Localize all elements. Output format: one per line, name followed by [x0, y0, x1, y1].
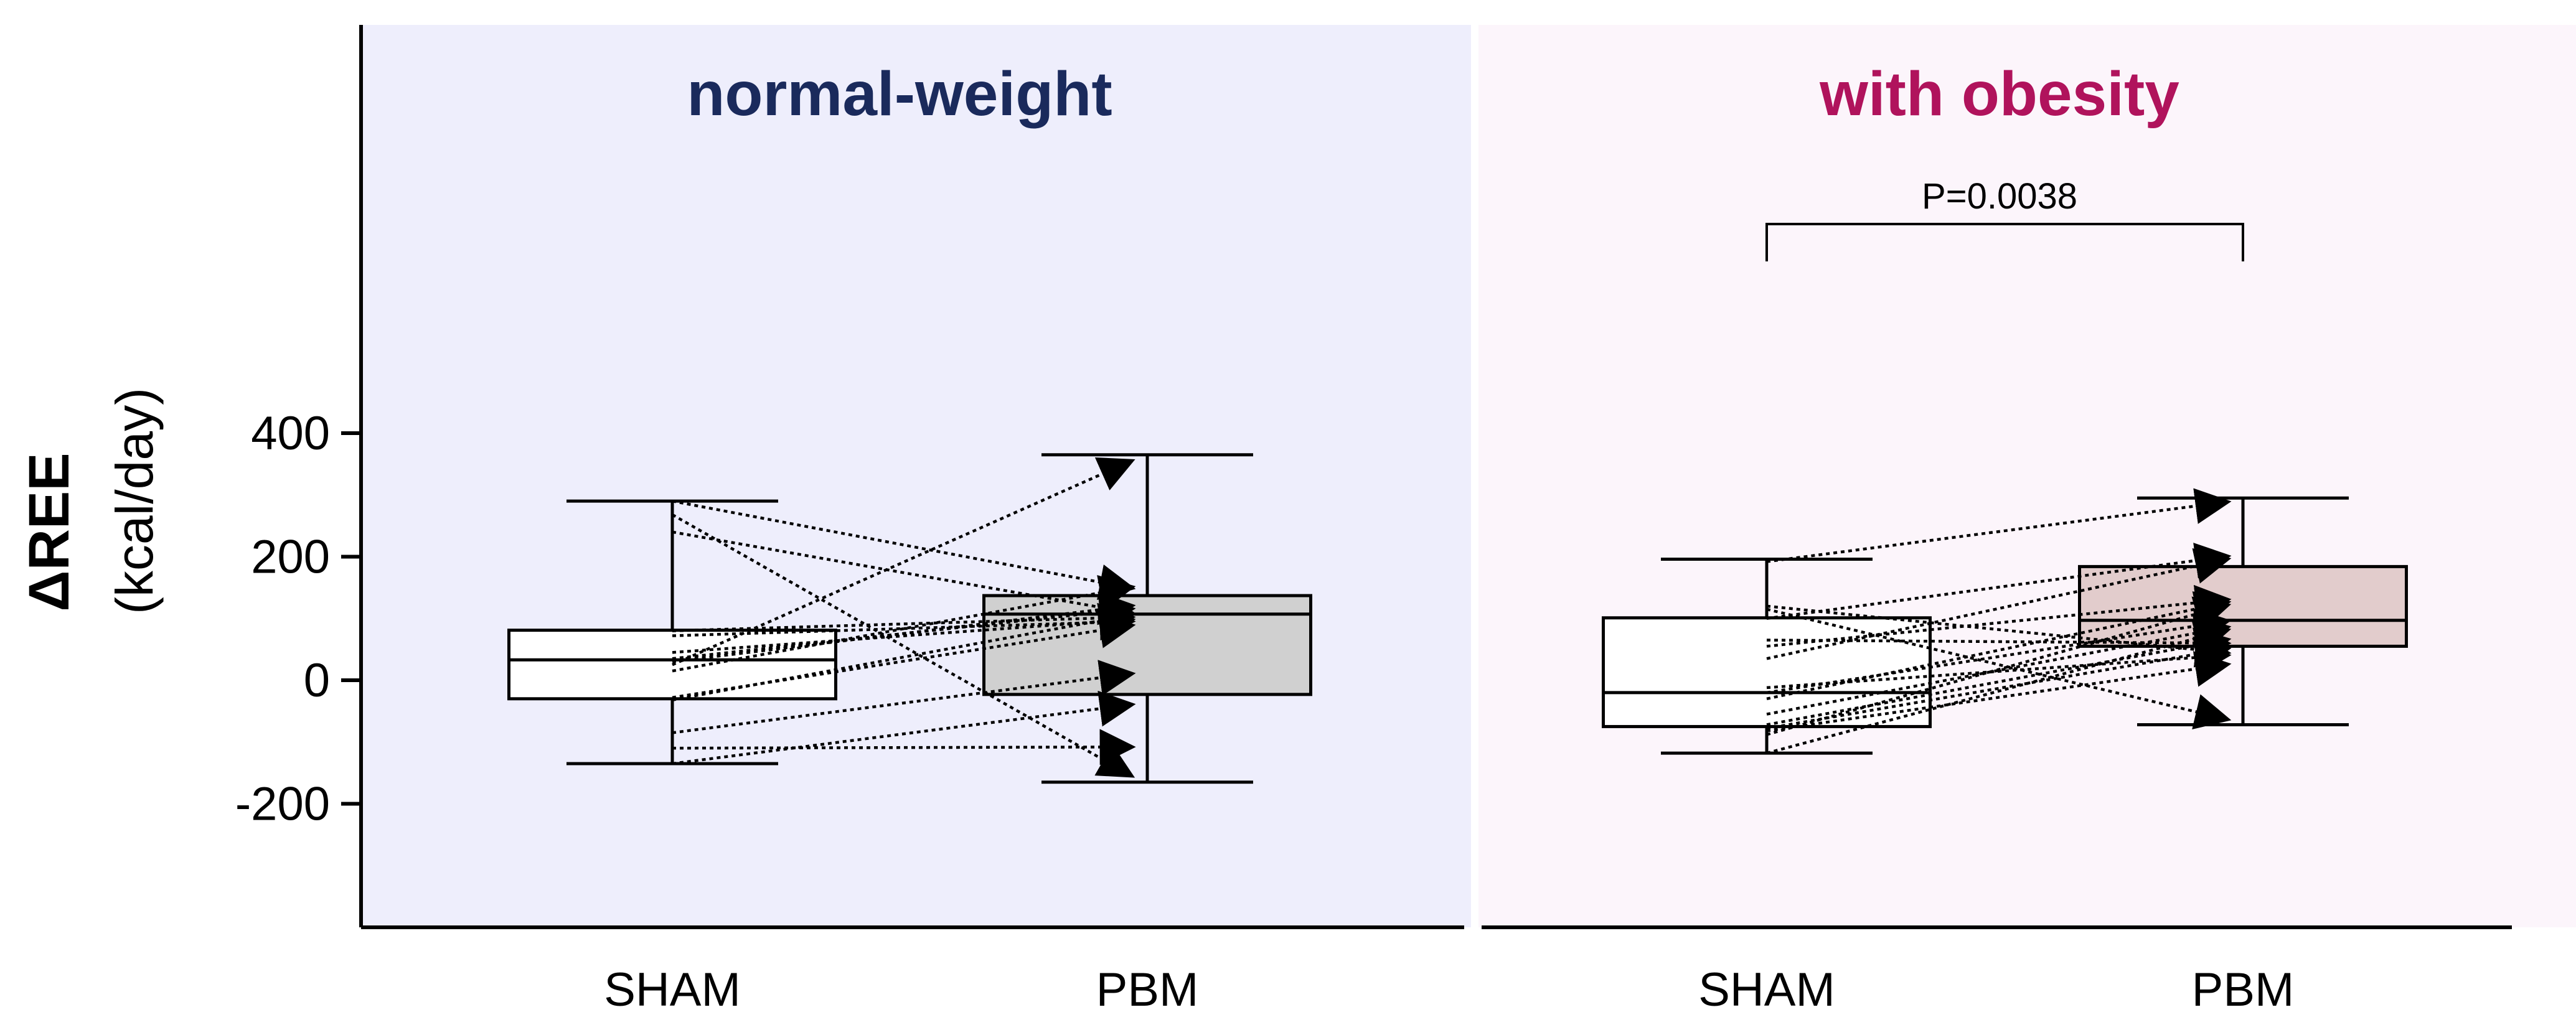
plot-layer — [361, 453, 2512, 929]
paired-line-10 — [1766, 615, 2232, 716]
paired-line-8 — [1766, 608, 2232, 695]
p-value-bracket: P=0.0038 — [1765, 176, 2244, 261]
paired-line-9 — [1766, 591, 2232, 700]
paired-line-5 — [1766, 584, 2232, 648]
box-pbm — [2078, 496, 2408, 726]
y-axis-label-main: ΔREE — [17, 452, 81, 611]
x-axis-ticks: SHAM PBM SHAM PBM — [604, 963, 2294, 1016]
box-sham — [1602, 557, 1932, 755]
paired-line-5 — [672, 604, 1136, 654]
x-tick-label-pbm: PBM — [2192, 963, 2295, 1016]
significance-bracket — [1765, 223, 2244, 261]
panel-with-obesity-background — [1478, 25, 2576, 927]
p-value-label: P=0.0038 — [1922, 176, 2077, 217]
paired-line-12 — [1766, 636, 2232, 730]
y-axis-label: ΔREE (kcal/day) — [17, 388, 164, 614]
paired-line-1 — [671, 513, 1135, 778]
box-iqr — [2078, 564, 2408, 648]
paired-line-14 — [1766, 596, 2232, 736]
paired-line-9 — [672, 574, 1136, 673]
paired-line-11 — [1766, 627, 2232, 726]
paired-line-3 — [1766, 542, 2232, 620]
y-tick-label: 200 — [251, 531, 330, 584]
paired-line-2 — [672, 530, 1136, 625]
y-tick-label: -200 — [235, 778, 330, 831]
y-tick-label: 400 — [251, 407, 330, 460]
x-tick-label-sham: SHAM — [1698, 963, 1835, 1016]
paired-line-7 — [672, 591, 1136, 663]
y-axis: 400 200 0 -200 — [235, 25, 363, 927]
paired-line-4 — [672, 604, 1136, 641]
paired-line-6 — [1766, 548, 2232, 660]
paired-line-0 — [672, 499, 1136, 600]
paired-line-8 — [672, 457, 1135, 667]
paired-line-14 — [672, 690, 1136, 765]
paired-line-13 — [1766, 651, 2232, 733]
panel-1 — [1482, 488, 2512, 929]
panel-title-with-obesity: with obesity — [1819, 59, 2179, 129]
paired-line-4 — [1766, 625, 2232, 662]
paired-line-11 — [672, 602, 1136, 701]
x-tick-label-sham: SHAM — [604, 963, 741, 1016]
box-iqr — [982, 594, 1312, 696]
box-pbm — [982, 453, 1312, 784]
y-tick-label: 0 — [304, 654, 330, 707]
paired-line-0 — [1766, 488, 2232, 563]
paired-line-2 — [1766, 607, 2232, 729]
panel-title-normal-weight: normal-weight — [687, 59, 1112, 129]
x-tick-label-pbm: PBM — [1096, 963, 1199, 1016]
paired-line-13 — [672, 729, 1136, 765]
paired-line-3 — [672, 600, 1136, 637]
panel-normal-weight-background — [361, 25, 1471, 927]
paired-line-12 — [672, 660, 1136, 734]
panel-0 — [361, 453, 1464, 929]
y-axis-label-unit: (kcal/day) — [105, 388, 164, 614]
paired-line-1 — [1766, 604, 2232, 668]
paired-line-6 — [672, 594, 1136, 660]
